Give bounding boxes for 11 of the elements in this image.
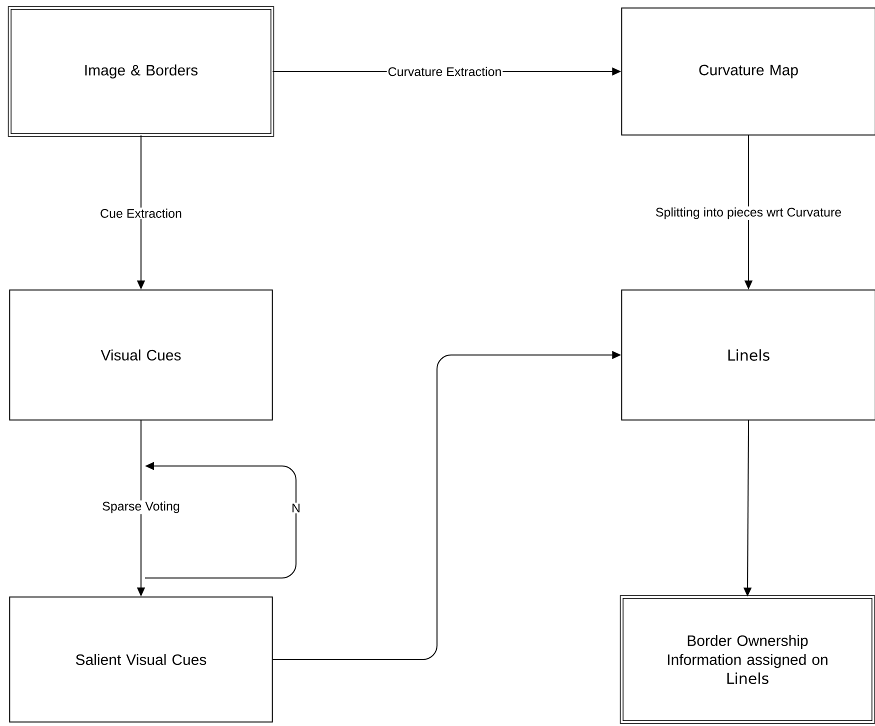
process-box: Linels [621,290,875,420]
process-box: Visual Cues [9,290,273,420]
loop-label: N [290,502,302,514]
process-box: Border Ownership Information assigned on Linels [620,595,875,724]
edge-label: Sparse Voting [101,500,181,514]
edge-label: Splitting into pieces wrt Curvature [654,206,843,220]
edge-label: Cue Extraction [99,208,183,219]
process-box: Salient Visual Cues [9,596,273,722]
edge-label: Curvature Extraction [386,66,503,78]
process-box: Image & Borders [8,6,274,137]
process-box: Curvature Map [621,8,875,136]
